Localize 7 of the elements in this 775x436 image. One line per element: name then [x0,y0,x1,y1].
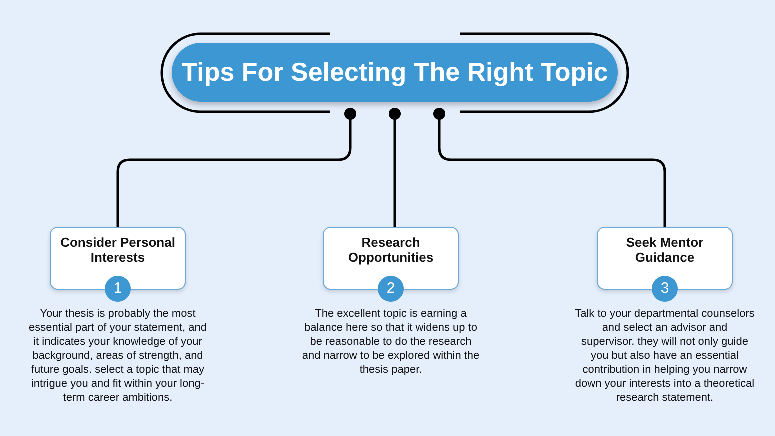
description-text: Your thesis is probably the most essential part of your statement, and it indicates your knowledge of your background, areas of strength, and future goals. select a topic that may intrigue you and fit within your long-term career ambitions. [28,307,208,405]
connector-line [434,108,666,227]
title-banner: Tips For Selecting The Right Topic [172,43,618,102]
description-text: The excellent topic is earning a balance here so that it widens up to be reasonable to do the research and narrow to be explored within the thesis paper. [301,307,481,377]
connector-line [116,108,356,227]
connector-line [389,108,401,227]
description-text: Talk to your departmental counselors and select an advisor and supervisor. they will not only guide you but also have an essential contribution in helping you narrow down your interests into a theoretical research statement. [575,307,755,405]
